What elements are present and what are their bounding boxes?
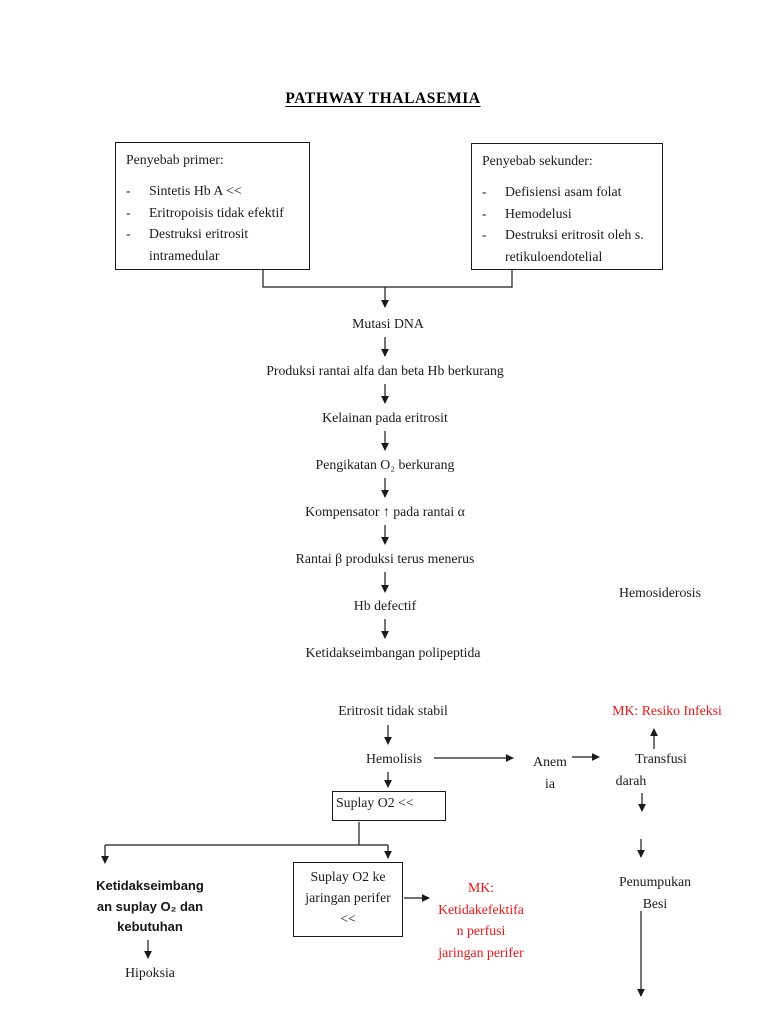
secondary-causes-box: Penyebab sekunder: - Defisiensi asam fol… [471,143,663,270]
node-pengikatan-o2: Pengikatan O₂ berkurang [315,457,455,472]
node-hb-defectif: Hb defectif [353,598,417,613]
node-transfusi-darah: darah [615,773,647,788]
list-item-label: Destruksi eritrosit intramedular [149,226,249,263]
node-transfusi: Transfusi [635,751,687,766]
secondary-causes-title: Penyebab sekunder: [482,153,593,168]
node-mk-perfusi: MK: Ketidakefektifa n perfusi jaringan p… [438,880,524,960]
primary-causes-box: Penyebab primer: - Sintetis Hb A << - Er… [115,142,310,270]
node-hemolisis: Hemolisis [366,751,422,766]
list-item: - Destruksi eritrosit oleh s. retikuloen… [482,224,652,267]
node-hipoksia: Hipoksia [125,965,175,980]
list-item-label: Eritropoisis tidak efektif [149,204,284,220]
suplay-o2-box: Suplay O2 << [332,791,446,821]
node-produksi-rantai: Produksi rantai alfa dan beta Hb berkura… [266,363,504,378]
node-ketidakseimbangan-polipeptida: Ketidakseimbangan polipeptida [305,645,481,660]
list-item: - Hemodelusi [482,203,652,225]
list-item-label: Defisiensi asam folat [505,184,622,199]
bullet-dash: - [126,226,131,241]
node-mk-resiko-infeksi: MK: Resiko Infeksi [612,703,722,718]
list-item: - Destruksi eritrosit intramedular [126,223,299,266]
node-kelainan-eritrosit: Kelainan pada eritrosit [322,410,448,425]
node-hemosiderosis: Hemosiderosis [618,585,702,600]
node-penumpukan-besi: Penumpukan Besi [618,874,692,911]
list-item: - Defisiensi asam folat [482,181,652,203]
node-eritrosit-tidak-stabil: Eritrosit tidak stabil [338,703,448,718]
bullet-dash: - [126,183,131,198]
bullet-dash: - [482,184,487,199]
list-item: - Eritropoisis tidak efektif [126,202,299,224]
list-item-label: Sintetis Hb A << [149,183,242,198]
node-rantai-beta: Rantai β produksi terus menerus [295,551,475,566]
bullet-dash: - [126,204,131,220]
primary-causes-title: Penyebab primer: [126,152,224,167]
node-ketidakseimbangan-suplay: Ketidakseimbang an suplay O₂ dan kebutuh… [96,878,204,934]
node-anemia: Anem ia [533,754,567,791]
node-mutasi-dna: Mutasi DNA [352,316,424,331]
page-title: PATHWAY THALASEMIA [285,90,481,107]
bullet-dash: - [482,205,487,221]
list-item-label: Hemodelusi [505,205,572,221]
list-item: - Sintetis Hb A << [126,180,299,202]
suplay-o2-perifer-box: Suplay O2 ke jaringan perifer << [293,862,403,937]
node-kompensator: Kompensator ↑ pada rantai α [305,504,465,519]
bullet-dash: - [482,227,487,242]
list-item-label: Destruksi eritrosit oleh s. retikuloendo… [505,227,644,264]
